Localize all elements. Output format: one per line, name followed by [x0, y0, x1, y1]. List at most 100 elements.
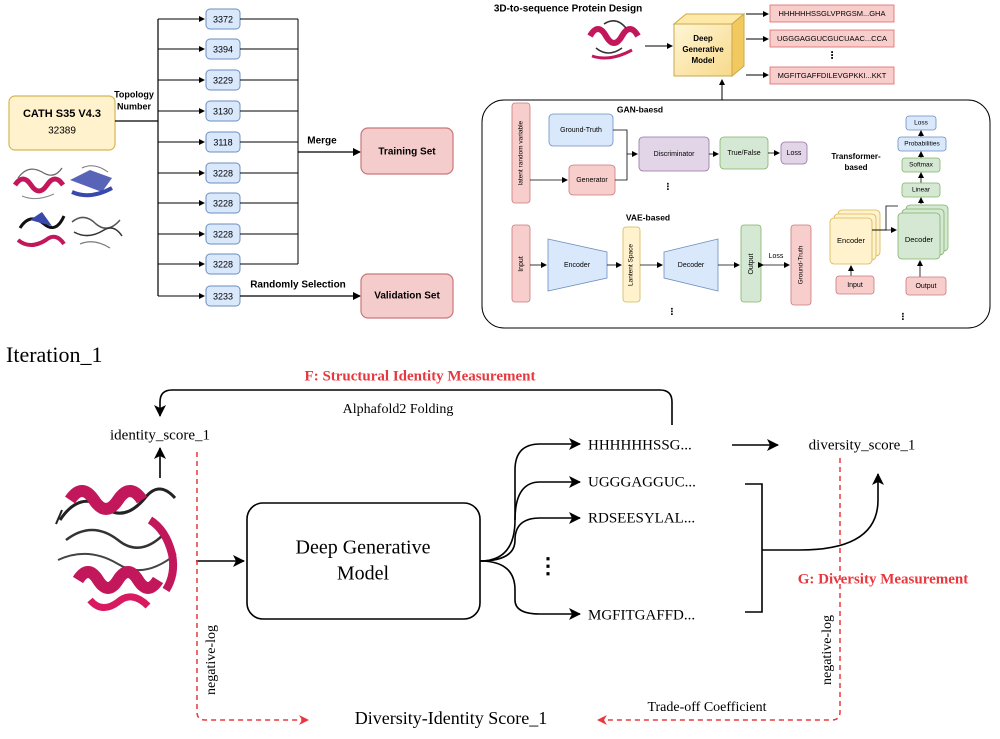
vae-ground-truth-box — [790, 224, 812, 306]
tf-linear-label: Linear — [912, 187, 931, 194]
tf-output-label: Output — [915, 283, 936, 290]
validation-set-label: Validation Set — [374, 291, 440, 302]
gan-loss-box — [780, 141, 808, 165]
sequence-ellipsis: ⋮ — [537, 553, 559, 578]
gan-title: GAN-baesd — [617, 104, 663, 114]
topology-number-list: 3372 3394 3229 3130 3118 3228 3228 3228 3228 3233 — [205, 8, 241, 307]
gan-ground-truth-label: Ground-Truth — [560, 127, 602, 134]
protein-thumbnail-1 — [12, 167, 66, 200]
vae-decoder-shape — [663, 238, 719, 292]
merge-label: Merge — [307, 136, 337, 147]
output-seq-3: MGFITGAFFDILEVGPKKI...KKT — [778, 71, 887, 80]
bottom-model-label-line2: Model — [337, 563, 390, 585]
tf-softmax-label: Softmax — [909, 162, 934, 169]
vae-encoder-label: Encoder — [564, 262, 591, 269]
latent-space-label: Lantent Space — [628, 244, 635, 286]
alphafold-label: Alphafold2 Folding — [343, 402, 454, 417]
output-seq-box-1 — [769, 4, 895, 23]
tf-input-label: Input — [847, 282, 863, 289]
iteration-title: Iteration_1 — [6, 342, 103, 367]
gan-loss-label: Loss — [787, 150, 802, 157]
protein-structure-icon — [587, 20, 641, 60]
topology-number: 3372 — [213, 14, 233, 24]
diversity-identity-score: Diversity-Identity Score_1 — [355, 708, 547, 728]
output-seq-box-3 — [769, 66, 895, 85]
topology-branches — [158, 16, 205, 299]
model-label-line1: Deep — [693, 34, 713, 43]
vae-input-label: Input — [518, 256, 525, 272]
generator-label: Generator — [576, 177, 608, 184]
model-label-line2: Generative — [682, 45, 724, 54]
gan-diagram: GAN-baesd latent random variable Ground-… — [511, 102, 808, 204]
true-false-label: True/False — [727, 150, 760, 157]
structural-identity-title: F: Structural Identity Measurement — [305, 368, 536, 384]
sequence-3: RDSEESYLAL... — [588, 510, 695, 526]
topology-number: 3228 — [213, 168, 233, 178]
output-seq-1: HHHHHHSSGLVPRGSM...GHA — [779, 9, 886, 18]
protein-thumbnail-2 — [70, 165, 113, 198]
topology-number: 3233 — [213, 291, 233, 301]
diversity-measurement-title: G: Diversity Measurement — [798, 571, 969, 587]
training-set-label: Training Set — [378, 147, 436, 158]
tf-ellipsis: ⋮ — [899, 311, 908, 321]
topology-number: 3394 — [213, 44, 233, 54]
validation-set-box — [360, 273, 454, 319]
identity-score: identity_score_1 — [110, 427, 210, 443]
transformer-title-line1: Transformer- — [831, 152, 881, 161]
sequence-5: MGFITGAFFD... — [588, 607, 695, 623]
bottom-model-label-line1: Deep Generative — [296, 537, 431, 559]
gan-ellipsis: ⋮ — [664, 181, 673, 191]
output-seq-2: UGGGAGGUCGUCUAAC...CCA — [777, 34, 887, 43]
tradeoff-label: Trade-off Coefficient — [647, 700, 766, 715]
sequence-1: HHHHHHSSG... — [588, 437, 692, 453]
deep-generative-model-cube: Deep Generative Model — [672, 12, 746, 78]
design-title: 3D-to-sequence Protein Design — [494, 4, 642, 15]
protein-design-section: 3D-to-sequence Protein Design Deep Gener… — [481, 4, 991, 329]
tf-decoder-box — [897, 212, 941, 260]
tf-output-box — [905, 276, 947, 296]
topology-number: 3118 — [213, 137, 232, 147]
topology-label-line1: Topology — [114, 89, 154, 99]
topology-number: 3228 — [213, 259, 233, 269]
vae-output-label: Output — [748, 253, 755, 274]
tf-probabilities-label: Probabilities — [904, 141, 940, 148]
vae-decoder-label: Decoder — [678, 262, 705, 269]
output-seq-ellipsis: ⋮ — [827, 51, 837, 62]
transformer-diagram: Transformer- based Loss Probabilities So… — [829, 115, 949, 321]
negative-log-right: negative-log — [820, 615, 835, 685]
negative-log-left: negative-log — [204, 625, 219, 695]
topology-number: 3229 — [213, 75, 233, 85]
tf-encoder-box — [829, 217, 873, 265]
latent-space-box — [622, 226, 641, 303]
deep-generative-model-box — [246, 502, 481, 620]
topology-number: 3228 — [213, 229, 233, 239]
latent-variable-box — [511, 102, 531, 204]
discriminator-label: Discriminator — [654, 151, 696, 158]
tf-decoder-label: Decoder — [905, 235, 934, 244]
protein-thumbnail-3 — [16, 212, 66, 247]
output-seq-box-2 — [769, 29, 895, 48]
cath-count: 32389 — [48, 126, 76, 137]
vae-ellipsis: ⋮ — [668, 306, 677, 316]
vae-diagram: VAE-based Input Encoder Lantent Space De… — [511, 212, 812, 316]
training-set-box — [360, 127, 454, 175]
vae-ground-truth-label: Ground-Truth — [798, 245, 805, 284]
protein-structure-icon — [55, 485, 178, 611]
dataset-pipeline: CATH S35 V4.3 32389 Topology Number 3372… — [8, 8, 454, 319]
tf-encoder-label: Encoder — [837, 236, 865, 245]
vae-title: VAE-based — [626, 212, 670, 222]
vae-input-box — [511, 224, 531, 303]
vae-encoder-shape — [547, 238, 608, 292]
sequence-2: UGGGAGGUC... — [588, 474, 696, 490]
topology-number: 3130 — [213, 106, 233, 116]
topology-number: 3228 — [213, 198, 233, 208]
tf-input-box — [835, 275, 875, 295]
protein-thumbnail-4 — [71, 216, 123, 249]
random-selection-label: Randomly Selection — [250, 280, 346, 291]
model-label-line3: Model — [691, 56, 714, 65]
architectures-panel — [481, 99, 991, 329]
cath-title: CATH S35 V4.3 — [23, 108, 101, 120]
topology-label-line2: Number — [117, 101, 152, 111]
